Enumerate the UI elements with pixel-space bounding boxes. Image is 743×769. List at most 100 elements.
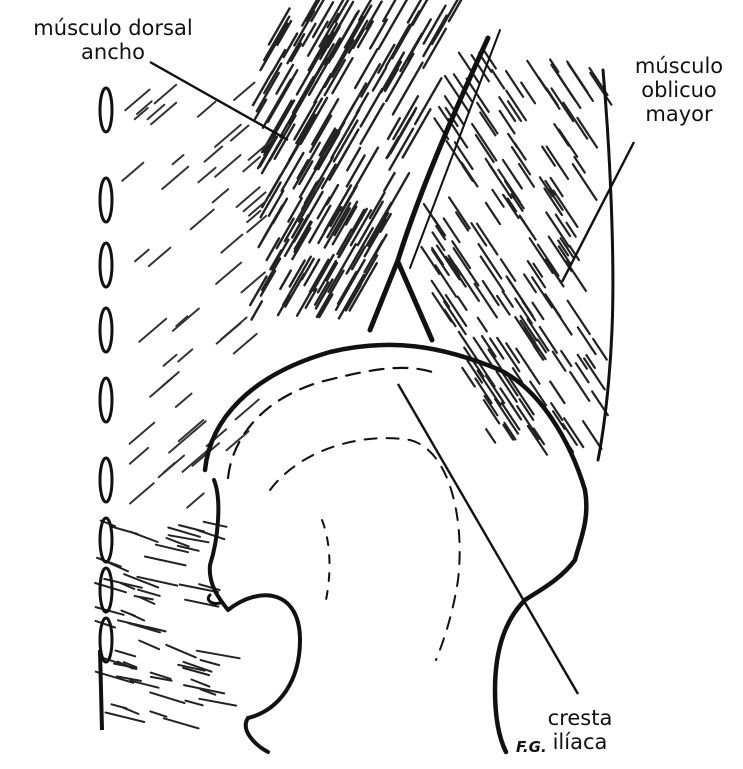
vertebra-mark [100, 178, 112, 222]
label-cresta-line2: ilíaca [530, 730, 630, 754]
sketch-stroke [231, 126, 249, 141]
muscle-fiber [458, 297, 467, 310]
vertebra-mark [100, 568, 112, 612]
fan-fiber [184, 685, 224, 693]
label-oblicuo-line2: oblicuo [620, 78, 738, 102]
sketch-stroke [122, 163, 143, 181]
sketch-stroke [173, 155, 184, 164]
pointer-dorsal [150, 62, 288, 140]
muscle-fiber [477, 224, 497, 255]
hip-lobe [210, 480, 300, 752]
muscle-fiber [262, 259, 280, 291]
sketch-stroke [198, 102, 216, 117]
label-oblicuo-line1: músculo [620, 54, 738, 78]
muscle-fiber [546, 260, 561, 283]
fan-fiber [166, 645, 196, 658]
muscle-fiber [355, 49, 377, 88]
label-cresta-iliaca: cresta ilíaca [530, 706, 630, 754]
muscle-fiber [486, 159, 496, 175]
muscle-fiber [421, 247, 439, 274]
muscle-fiber [361, 64, 380, 96]
fan-fiber [150, 692, 184, 703]
fan-fiber [185, 701, 202, 706]
muscle-fiber [550, 382, 564, 404]
muscle-fiber [567, 62, 587, 93]
sketch-stroke [191, 210, 214, 230]
muscle-fiber [570, 372, 589, 401]
spine-base [100, 650, 102, 730]
muscle-fiber [528, 426, 547, 455]
sketch-stroke [155, 85, 177, 104]
muscle-fiber [550, 301, 572, 334]
muscle-fiber [383, 0, 395, 21]
muscle-fiber [396, 26, 409, 49]
fan-fiber [118, 620, 160, 630]
sketch-stroke [162, 167, 188, 189]
fan-fiber [204, 522, 227, 527]
sketch-stroke [164, 355, 177, 366]
fan-fiber [179, 525, 204, 531]
muscle-fiber [499, 170, 520, 202]
fan-fiber [150, 711, 166, 716]
muscle-fiber [479, 244, 502, 278]
muscle-fiber [481, 257, 504, 292]
muscle-fiber [360, 255, 378, 286]
muscle-fiber [563, 103, 587, 139]
label-oblicuo-line3: mayor [620, 102, 738, 126]
muscle-fiber [538, 245, 559, 276]
muscle-fiber [508, 279, 533, 316]
muscle-fiber [500, 111, 515, 133]
back-sketch-strokes [122, 83, 272, 508]
sketch-stroke [237, 187, 260, 207]
sketch-stroke [150, 378, 172, 397]
vertebra-mark [100, 308, 112, 352]
label-cresta-line1: cresta [530, 706, 630, 730]
muscle-fiber [444, 218, 460, 242]
sketch-stroke [169, 429, 197, 453]
vertebra-mark [100, 458, 112, 502]
fan-fiber [138, 590, 160, 596]
sketch-stroke [234, 83, 255, 101]
fan-fiber [145, 557, 186, 566]
muscle-fiber [584, 358, 605, 389]
sketch-stroke [213, 189, 229, 202]
muscle-fiber [480, 113, 495, 136]
sketch-stroke [234, 334, 257, 354]
fan-fiber [112, 527, 138, 534]
sketch-stroke [149, 248, 171, 266]
muscle-fiber [352, 247, 365, 269]
inner-dashed-arc [322, 520, 329, 600]
vertebra-mark [100, 88, 112, 132]
muscle-fiber [322, 165, 336, 189]
oblique-outer-edge [598, 70, 613, 460]
sketch-stroke [176, 394, 192, 407]
muscle-fiber [252, 301, 262, 319]
muscle-fiber [361, 104, 384, 144]
sketch-stroke [217, 323, 241, 344]
muscle-fiber [361, 89, 383, 126]
muscle-fiber [478, 318, 487, 332]
fan-fiber [199, 699, 236, 706]
muscle-fiber [573, 164, 597, 200]
muscle-fiber [521, 83, 535, 104]
muscle-fiber [486, 429, 495, 443]
fan-fiber [156, 545, 188, 553]
muscle-fiber [559, 130, 577, 157]
fan-fiber [192, 680, 210, 687]
label-musculo-dorsal-ancho: músculo dorsal ancho [8, 16, 218, 64]
sketch-stroke [198, 168, 215, 183]
muscle-fiber [486, 203, 500, 224]
muscle-fiber [278, 296, 289, 315]
sketch-stroke [205, 147, 223, 162]
sketch-stroke [173, 309, 199, 331]
external-oblique-muscle [421, 50, 611, 455]
sketch-stroke [187, 493, 204, 507]
muscle-fiber [319, 130, 337, 161]
muscle-fiber [492, 190, 503, 207]
muscle-fiber [476, 135, 494, 162]
sketch-stroke [139, 319, 166, 342]
sketch-stroke [135, 250, 149, 262]
muscle-fiber [561, 351, 571, 366]
muscle-fiber [288, 34, 305, 63]
muscle-fiber [384, 173, 394, 191]
